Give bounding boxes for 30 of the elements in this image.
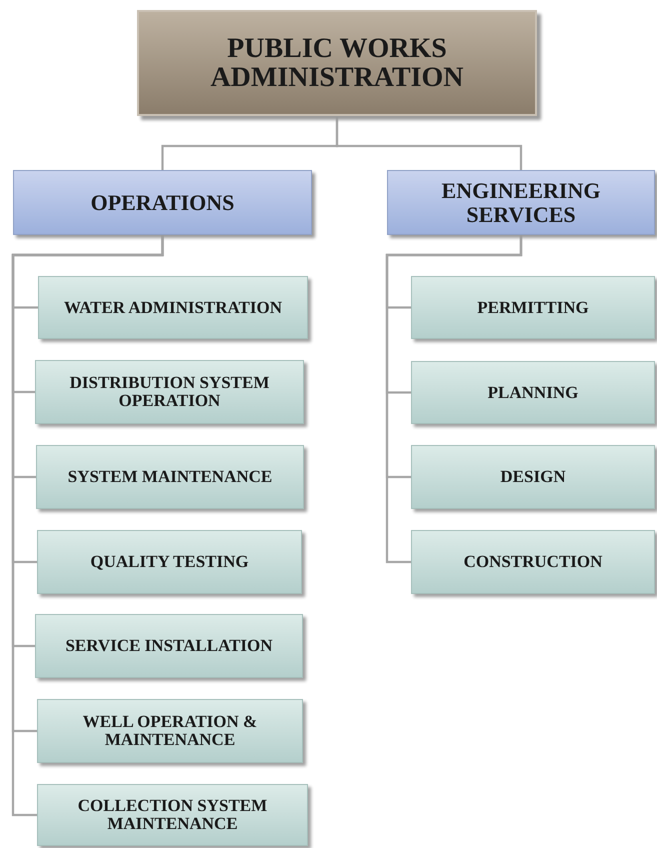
box-label: PERMITTING (477, 298, 589, 316)
unit-box (35, 614, 303, 678)
unit-box (37, 784, 308, 846)
box-label: PUBLIC WORKS ADMINISTRATION (209, 34, 465, 92)
box-label: COLLECTION SYSTEM MAINTENANCE (76, 797, 268, 833)
unit-box (37, 699, 303, 763)
division-box (13, 170, 312, 235)
division-box (387, 170, 655, 235)
box-label: PLANNING (488, 384, 578, 402)
unit-box (35, 360, 304, 424)
box-label: WATER ADMINISTRATION (64, 298, 282, 316)
unit-box (36, 445, 304, 509)
box-label: SERVICE INSTALLATION (65, 637, 273, 655)
unit-box (411, 445, 655, 509)
unit-box (38, 276, 308, 339)
box-label: ENGINEERING SERVICES (440, 179, 602, 226)
box-label: WELL OPERATION & MAINTENANCE (82, 713, 258, 749)
box-label: CONSTRUCTION (464, 553, 602, 571)
box-label: SYSTEM MAINTENANCE (68, 468, 272, 486)
box-label: DESIGN (500, 468, 566, 486)
box-label: OPERATIONS (90, 190, 234, 214)
unit-box (411, 361, 655, 424)
connector-line (336, 116, 522, 170)
box-label: DISTRIBUTION SYSTEM OPERATION (68, 374, 270, 410)
department-box (137, 10, 537, 116)
connector-line (386, 235, 522, 564)
box-label: QUALITY TESTING (90, 553, 249, 571)
unit-box (411, 530, 655, 594)
unit-box (411, 276, 655, 339)
unit-box (37, 530, 302, 594)
